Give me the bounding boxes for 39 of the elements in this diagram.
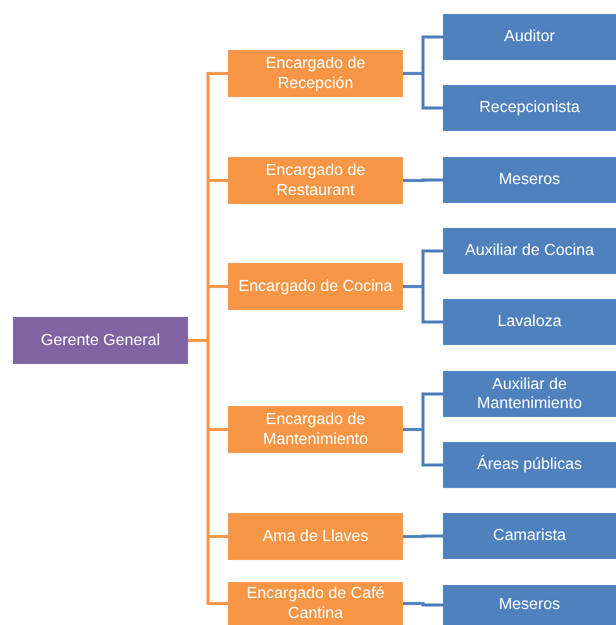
role-label: Auditor xyxy=(504,27,555,47)
role-label: Meseros xyxy=(498,170,560,190)
connector-line xyxy=(188,339,228,605)
org-box xyxy=(443,14,616,60)
role-label: Auxiliar de Cocina xyxy=(465,241,594,261)
role-label: Gerente General xyxy=(40,330,160,350)
org-box xyxy=(228,263,403,310)
role-label: Encargado de Recepción xyxy=(264,54,366,93)
connector-line xyxy=(403,602,443,606)
org-box xyxy=(443,513,616,559)
connector-line xyxy=(403,72,443,110)
role-label: Encargado de Café Cantina xyxy=(246,584,386,623)
connector-line xyxy=(403,534,443,538)
org-box xyxy=(228,50,403,97)
role-label: Auxiliar de Mantenimiento xyxy=(476,374,583,414)
role-label: Encargado de Restaurant xyxy=(264,161,366,200)
role-label: Encargado de Cocina xyxy=(238,276,392,296)
role-label: Lavaloza xyxy=(497,312,562,332)
org-box xyxy=(443,85,616,131)
org-box xyxy=(443,371,616,417)
org-box xyxy=(228,513,403,560)
connector-line xyxy=(403,178,443,182)
connector-line xyxy=(403,285,443,324)
org-box xyxy=(228,406,403,453)
org-box xyxy=(443,442,616,488)
org-box xyxy=(443,299,616,345)
org-box xyxy=(443,157,616,203)
connector-line xyxy=(403,428,443,466)
org-box xyxy=(228,582,403,625)
role-label: Camarista xyxy=(493,526,566,546)
org-box xyxy=(443,228,616,274)
role-label: Ama de Llaves xyxy=(262,526,368,546)
role-label: Meseros xyxy=(498,595,560,615)
org-box xyxy=(443,585,616,625)
role-label: Encargado de Mantenimiento xyxy=(262,410,369,449)
role-label: Áreas públicas xyxy=(477,455,582,475)
org-box xyxy=(13,317,188,364)
org-box xyxy=(228,157,403,204)
role-label: Recepcionista xyxy=(479,98,580,118)
